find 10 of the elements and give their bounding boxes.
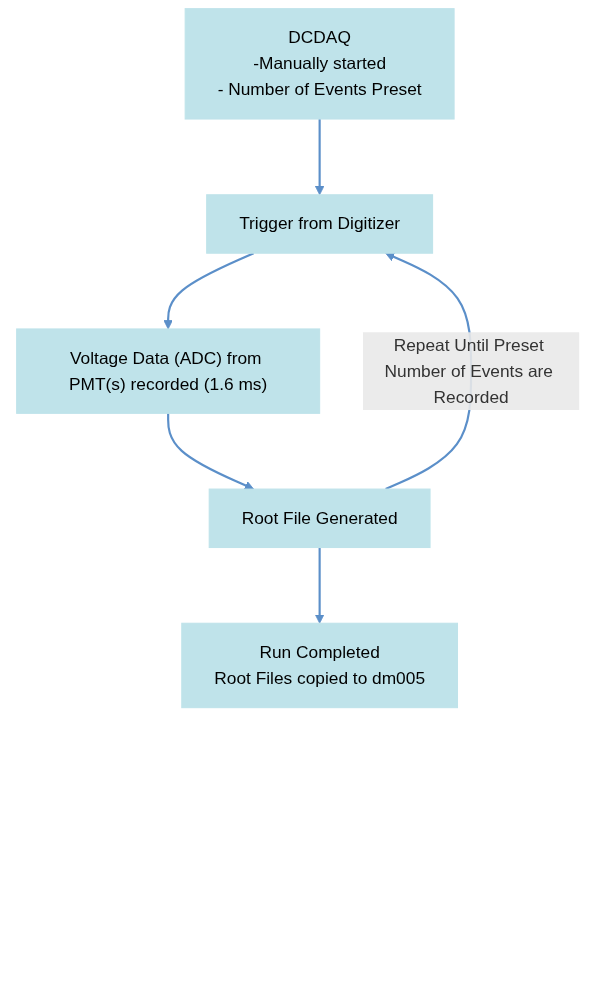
- node-box: Voltage Data (ADC) from PMT(s) recorded (1.6 ms): [16, 328, 321, 414]
- node-box: Trigger from Digitizer: [206, 194, 434, 254]
- edge-label: Repeat Until Preset Number of Events are Recorded: [384, 335, 553, 406]
- arrow: [314, 547, 325, 624]
- node-box: DCDAQ -Manually started - Number of Events Preset: [184, 8, 455, 120]
- node-box: Root File Generated: [208, 488, 431, 549]
- arrow: [167, 413, 255, 490]
- node-box: Run Completed Root Files copied to dm005: [181, 622, 458, 709]
- arrow: [314, 119, 325, 196]
- arrow: [163, 252, 255, 330]
